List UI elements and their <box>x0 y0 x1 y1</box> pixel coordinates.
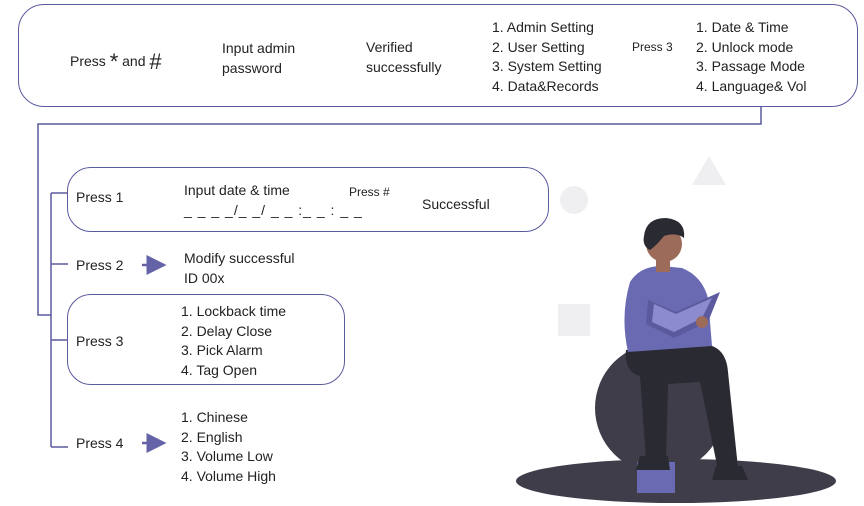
main-menu-list: 1. Admin Setting 2. User Setting 3. Syst… <box>492 19 602 94</box>
branch-1-press-hash: Press # <box>349 185 390 199</box>
decor-triangle <box>692 156 726 185</box>
branch-1-input-title: Input date & time <box>184 182 290 198</box>
branch-3-box <box>67 294 345 385</box>
input-admin-password: Input admin password <box>222 40 296 76</box>
branch-4-items: 1. Chinese 2. English 3. Volume Low 4. V… <box>181 409 276 484</box>
pants <box>625 344 738 470</box>
branch-1-input-format: _ _ _ _/_ _/ _ _ :_ _ : _ _ <box>184 202 363 218</box>
decor-square <box>558 304 590 336</box>
shoe-left <box>636 456 670 470</box>
press-star-hash: Press * and # <box>70 49 162 74</box>
ground-shadow <box>516 459 836 503</box>
branch-1-label: Press 1 <box>76 189 124 205</box>
branch-connector <box>37 106 762 316</box>
branch-1-result: Successful <box>422 196 490 212</box>
hair <box>643 218 685 250</box>
top-flow-box <box>18 4 858 107</box>
verified-successfully: Verified successfully <box>366 39 442 75</box>
branch-4-label: Press 4 <box>76 435 124 451</box>
branch-3-label: Press 3 <box>76 333 124 349</box>
decor-circle <box>560 186 588 214</box>
book-pages <box>652 298 712 332</box>
shoe-right <box>712 466 748 480</box>
hand <box>696 316 708 328</box>
branch-3-items: 1. Lockback time 2. Delay Close 3. Pick … <box>181 303 287 378</box>
branch-2-result: Modify successful ID 00x <box>184 250 295 286</box>
press-3-label: Press 3 <box>632 40 673 54</box>
branch-1-box <box>67 167 549 232</box>
system-submenu-list: 1. Date & Time 2. Unlock mode 3. Passage… <box>696 19 807 94</box>
branch-2-label: Press 2 <box>76 257 124 273</box>
